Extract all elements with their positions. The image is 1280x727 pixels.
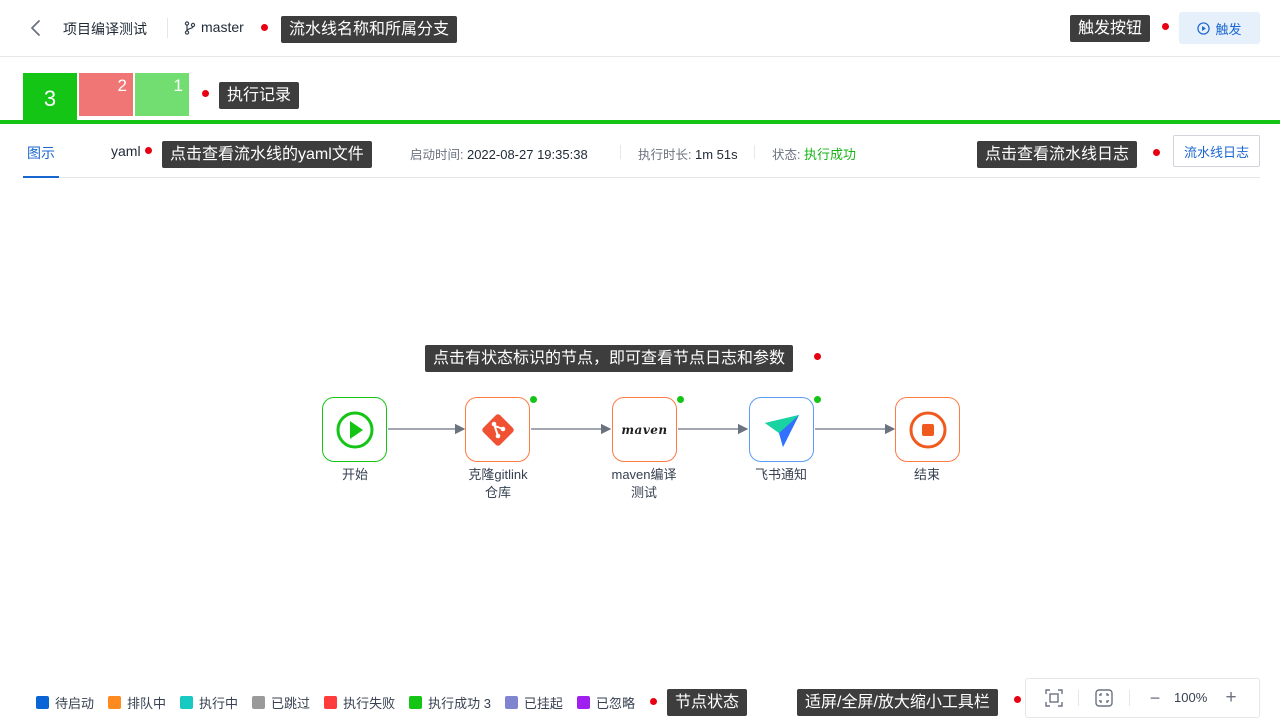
legend-swatch — [180, 695, 194, 709]
fit-screen-icon — [1045, 689, 1063, 707]
node-maven[interactable]: maven — [612, 397, 677, 462]
fit-screen-button[interactable] — [1042, 687, 1066, 709]
annotation-nodes: 点击有状态标识的节点，即可查看节点日志和参数 — [425, 345, 794, 372]
duration-value: 1m 51s — [694, 147, 738, 162]
node-label-feishu: 飞书通知 — [754, 467, 807, 482]
legend-swatch — [252, 695, 266, 709]
node-label-maven: maven编译 测试 — [611, 467, 677, 500]
annotation-node-status: 节点状态 — [667, 689, 748, 716]
node-label-end: 结束 — [913, 467, 940, 482]
node-status-dot — [530, 396, 537, 403]
stop-circle-icon — [909, 411, 946, 448]
run-record-1[interactable]: 1 — [135, 73, 189, 116]
node-label-start: 开始 — [341, 467, 368, 482]
info-bar: 图示 yaml 启动时间: 2022-08-27 19:35:38 执行时长: … — [23, 125, 1260, 178]
maven-icon: maven — [621, 422, 668, 437]
annotation-marker — [145, 147, 152, 154]
fullscreen-button[interactable] — [1092, 687, 1116, 709]
legend-label: 已跳过 — [271, 695, 311, 711]
pipeline-name: 项目编译测试 — [63, 21, 147, 37]
start-time-label: 启动时间: — [410, 148, 464, 162]
run-status: 状态: 执行成功 — [772, 144, 856, 163]
legend-label: 执行失败 — [343, 695, 396, 711]
tab-diagram[interactable]: 图示 — [27, 145, 55, 161]
node-status-dot — [677, 396, 684, 403]
annotation-marker — [1153, 149, 1160, 156]
zoom-in-button[interactable]: + — [1225, 687, 1237, 708]
annotation-name-branch: 流水线名称和所属分支 — [281, 16, 458, 43]
back-arrow-icon[interactable] — [26, 18, 46, 38]
annotation-marker — [814, 353, 821, 360]
legend-label: 待启动 — [55, 695, 95, 711]
git-icon — [481, 413, 514, 446]
annotation-records: 执行记录 — [219, 82, 300, 109]
duration: 执行时长: 1m 51s — [638, 144, 738, 163]
play-circle-icon — [1197, 21, 1211, 35]
annotation-marker — [1014, 696, 1021, 703]
legend-item: 待启动 — [36, 693, 94, 712]
zoom-toolbar: − 100% + — [1025, 678, 1260, 718]
legend-swatch — [36, 695, 49, 709]
legend-item: 已挂起 — [504, 693, 563, 712]
divider — [754, 145, 755, 159]
annotation-trigger: 触发按钮 — [1070, 15, 1151, 42]
legend-swatch — [324, 695, 338, 709]
legend-item: 执行失败 — [324, 693, 395, 712]
annotation-toolbar: 适屏/全屏/放大缩小工具栏 — [797, 689, 998, 716]
node-status-legend: 待启动 排队中 执行中 已跳过 执行失败 执行成功 3 已挂起 已忽略 — [36, 693, 649, 712]
node-git-clone[interactable] — [465, 397, 530, 462]
legend-swatch — [576, 695, 590, 709]
node-feishu[interactable] — [749, 397, 814, 462]
node-start[interactable] — [322, 397, 387, 462]
play-circle-icon — [336, 411, 373, 448]
run-record-2[interactable]: 2 — [79, 73, 133, 116]
status-value: 执行成功 — [803, 147, 856, 162]
duration-label: 执行时长: — [638, 148, 692, 162]
node-label-git: 克隆gitlink 仓库 — [468, 467, 528, 500]
start-time-value: 2022-08-27 19:35:38 — [466, 147, 588, 162]
divider — [1078, 690, 1079, 706]
tab-active-indicator — [23, 176, 59, 178]
feishu-icon — [764, 414, 799, 447]
yaml-link[interactable]: yaml — [111, 143, 141, 159]
pipeline-log-button[interactable]: 流水线日志 — [1173, 135, 1260, 167]
divider — [620, 145, 621, 159]
run-record-bar — [0, 120, 1280, 124]
annotation-marker — [1162, 23, 1169, 30]
legend-item: 已跳过 — [252, 693, 310, 712]
git-branch-icon — [184, 21, 196, 35]
status-label: 状态: — [772, 148, 801, 162]
zoom-out-button[interactable]: − — [1149, 687, 1161, 708]
legend-label: 执行中 — [199, 695, 239, 711]
annotation-marker — [650, 698, 657, 705]
legend-label: 已挂起 — [523, 695, 563, 711]
legend-swatch — [504, 695, 518, 709]
fullscreen-icon — [1095, 689, 1113, 707]
trigger-button[interactable]: 触发 — [1179, 12, 1260, 44]
legend-label: 排队中 — [127, 695, 167, 711]
legend-item: 执行中 — [180, 693, 238, 712]
annotation-yaml: 点击查看流水线的yaml文件 — [162, 141, 372, 168]
trigger-label: 触发 — [1215, 21, 1242, 37]
node-end[interactable] — [895, 397, 960, 462]
header: 项目编译测试 master 触发 — [0, 0, 1280, 57]
legend-label: 已忽略 — [595, 695, 635, 711]
legend-label: 执行成功 3 — [428, 695, 491, 711]
annotation-marker — [261, 24, 268, 31]
divider — [167, 18, 168, 38]
legend-item: 执行成功 3 — [409, 693, 491, 712]
legend-item: 已忽略 — [576, 693, 635, 712]
legend-item: 排队中 — [108, 693, 166, 712]
zoom-level: 100% — [1174, 690, 1208, 705]
annotation-marker — [202, 90, 209, 97]
run-record-3[interactable]: 3 — [23, 73, 77, 124]
annotation-log: 点击查看流水线日志 — [977, 141, 1138, 168]
divider — [1129, 690, 1130, 706]
branch-name: master — [201, 19, 244, 35]
start-time: 启动时间: 2022-08-27 19:35:38 — [410, 144, 588, 163]
legend-swatch — [409, 695, 423, 709]
legend-swatch — [108, 695, 122, 709]
node-status-dot — [814, 396, 821, 403]
